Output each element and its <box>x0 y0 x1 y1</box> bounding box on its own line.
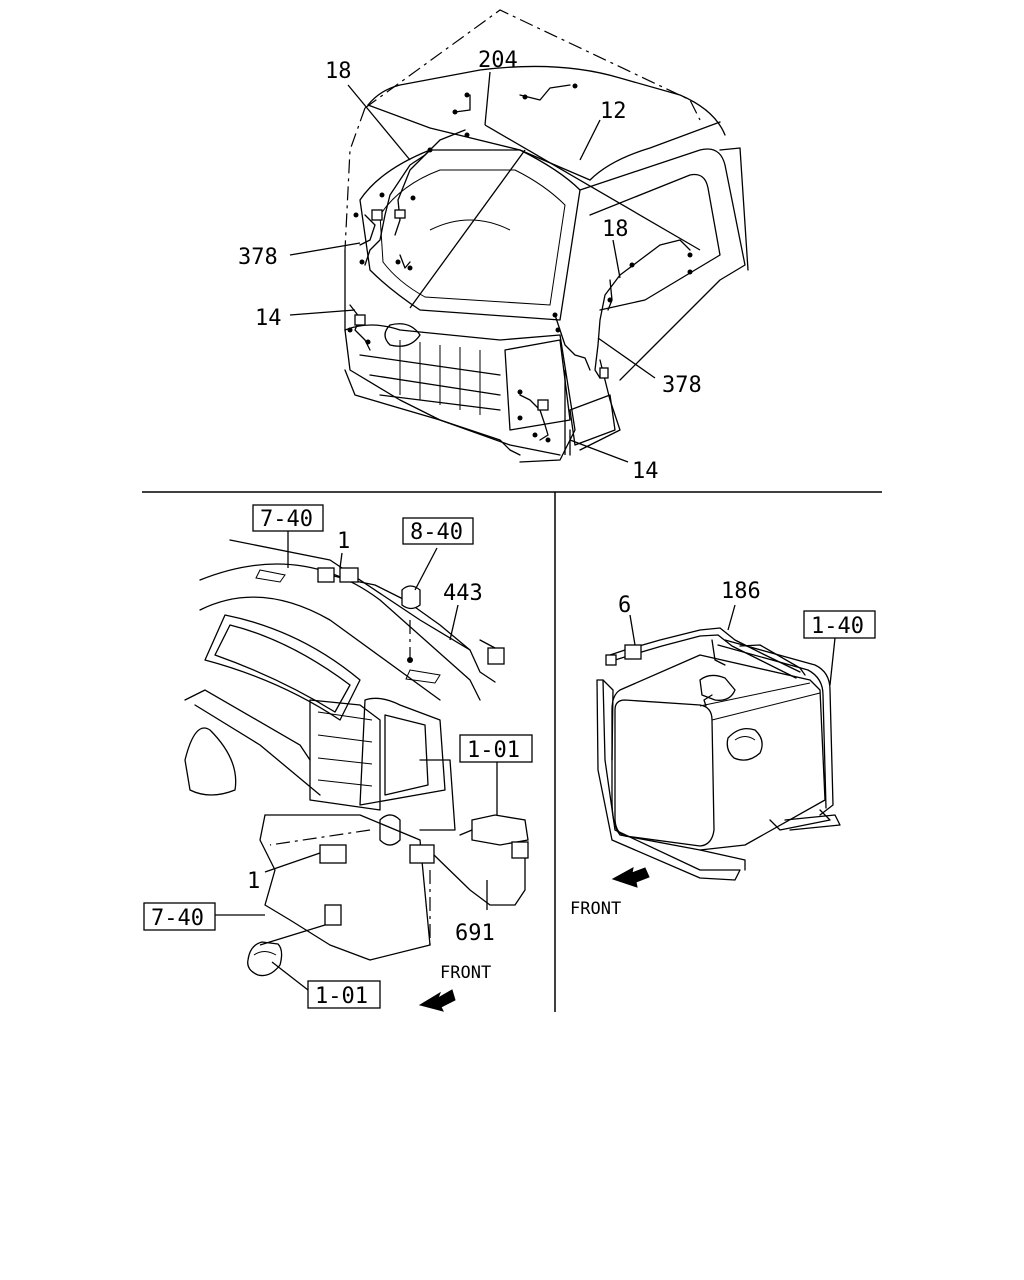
callout-6: 6 <box>618 593 631 618</box>
callout-204: 204 <box>478 48 518 73</box>
callout-186: 186 <box>721 579 761 604</box>
callout-14-right: 14 <box>632 459 659 484</box>
callout-378-right: 378 <box>662 373 702 398</box>
callout-1-bottom: 1 <box>247 869 260 894</box>
ref-1-40: 1-40 <box>811 614 864 639</box>
front-label-right: FRONT <box>570 899 621 919</box>
callout-18-left: 18 <box>325 59 352 84</box>
ref-box-8-40 <box>402 517 474 545</box>
top-leader-lines <box>289 71 701 463</box>
callout-691: 691 <box>455 921 495 946</box>
cab-wire-harnesses <box>347 83 693 456</box>
front-arrow-left <box>418 989 456 1012</box>
ref-8-40: 8-40 <box>410 520 463 545</box>
callout-12: 12 <box>600 99 627 124</box>
ref-box-1-01-right <box>459 734 533 763</box>
left-harness-parts <box>317 567 529 906</box>
fuel-tank-illustration <box>596 627 841 881</box>
callout-14-left: 14 <box>255 306 282 331</box>
left-leader-lines <box>215 530 498 991</box>
front-arrow-right <box>611 867 650 888</box>
ref-box-7-40-bottom <box>143 902 216 931</box>
callout-18-right: 18 <box>602 217 629 242</box>
ref-7-40-bottom: 7-40 <box>151 906 204 931</box>
right-leader-lines <box>629 604 836 686</box>
ref-box-1-40 <box>803 610 876 639</box>
dashboard-illustration <box>184 539 481 977</box>
ref-7-40-top: 7-40 <box>260 507 313 532</box>
callout-378-left: 378 <box>238 245 278 270</box>
callout-443: 443 <box>443 581 483 606</box>
ref-box-1-01-bottom <box>307 980 381 1009</box>
ref-box-7-40-top <box>252 504 324 532</box>
ref-1-01-right: 1-01 <box>467 738 520 763</box>
cab-illustration <box>344 9 749 463</box>
front-label-left: FRONT <box>440 963 491 983</box>
callout-1-top: 1 <box>337 529 350 554</box>
ref-1-01-bottom: 1-01 <box>315 984 368 1009</box>
